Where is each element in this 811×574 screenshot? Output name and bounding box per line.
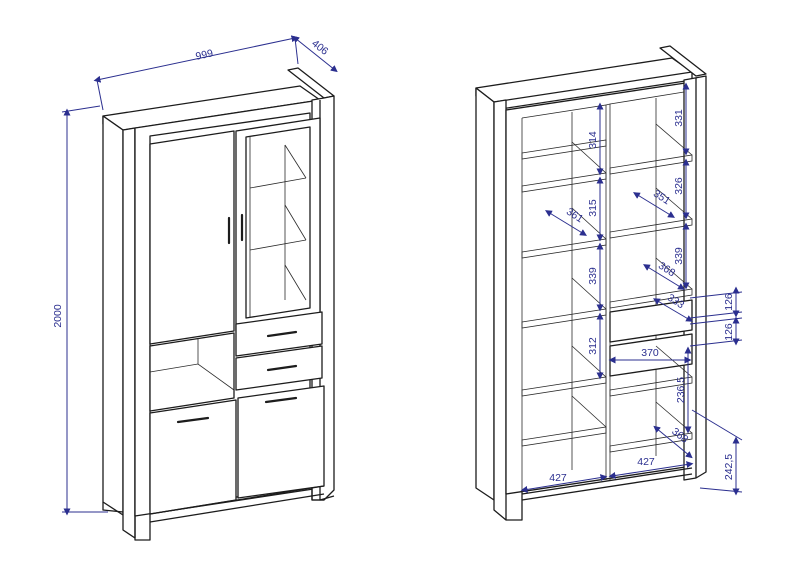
bottom-left-door xyxy=(149,399,237,515)
post-left xyxy=(102,115,124,516)
right-dimension-label-19: 427 xyxy=(637,456,655,468)
bottom-right-door xyxy=(237,385,325,499)
right-dimension-label-3: 339 xyxy=(587,267,599,285)
upper-left-door xyxy=(149,130,235,345)
right-dimension-label-15: 236,5 xyxy=(675,377,687,403)
dimension-depth: 406 xyxy=(292,35,338,73)
right-dimension-label-17: 242,5 xyxy=(723,454,735,480)
depth-label: 406 xyxy=(309,38,330,58)
open-cabinet-body xyxy=(505,81,693,495)
cabinet-closed-view: 999 406 2000 xyxy=(52,35,338,541)
right-dimension-label-7: 339 xyxy=(673,247,685,265)
right-dimension-label-13: 126 xyxy=(723,293,735,311)
right-dimension-label-14: 126 xyxy=(723,323,735,341)
right-dimension-label-18: 427 xyxy=(549,472,567,484)
right-dimension-label-12: 370 xyxy=(641,347,659,359)
height-label: 2000 xyxy=(52,304,64,328)
right-dimension-label-4: 312 xyxy=(587,337,599,355)
glass-door xyxy=(235,117,321,332)
width-label: 999 xyxy=(195,47,215,62)
right-dimension-label-1: 314 xyxy=(587,131,599,149)
dimension-height: 2000 xyxy=(52,105,108,516)
right-dimension-label-6: 326 xyxy=(673,177,685,195)
right-dimension-label-2: 315 xyxy=(587,199,599,217)
right-dimension-label-5: 331 xyxy=(673,109,685,127)
cabinet-open-view: 314 315 339 312 331 326 339 361 351 368 … xyxy=(475,45,743,521)
open-niche xyxy=(149,332,235,412)
drawer-box-2 xyxy=(609,333,693,377)
